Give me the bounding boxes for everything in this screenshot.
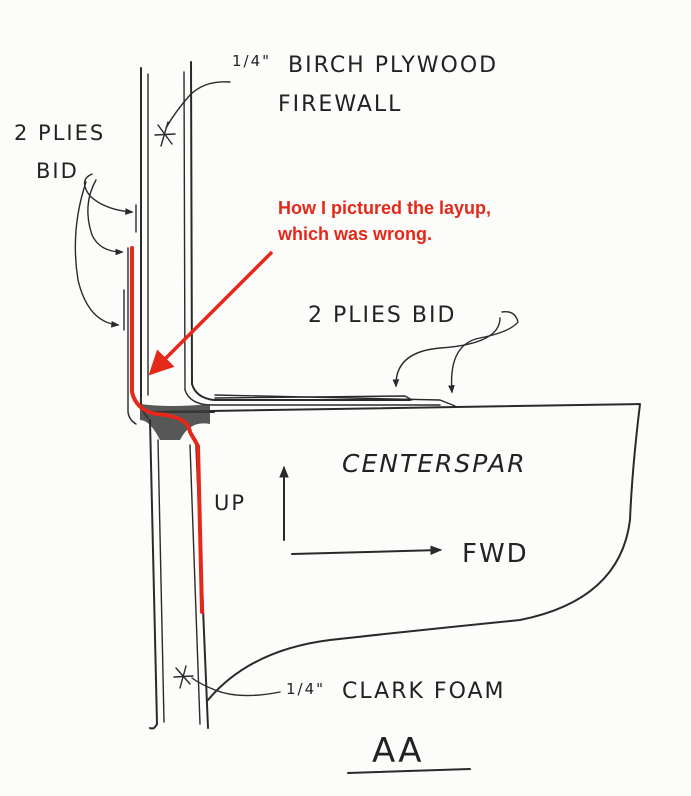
firewall-label: FIREWALL bbox=[278, 92, 402, 117]
foam-text: CLARK FOAM bbox=[342, 679, 506, 704]
red-layup-line bbox=[130, 246, 204, 614]
foam-fraction: 1/4" bbox=[286, 680, 325, 698]
left-bid-plies bbox=[123, 204, 137, 425]
plies-right-label: 2 PLIES BID bbox=[308, 303, 456, 328]
callout-line1: How I pictured the layup, bbox=[278, 198, 491, 218]
fwd-arrow bbox=[291, 545, 443, 556]
fwd-label: FWD bbox=[462, 539, 529, 569]
plywood-text: BIRCH PLYWOOD bbox=[288, 53, 498, 78]
right-bid-plies bbox=[214, 394, 456, 407]
foam-label: 1/4" CLARK FOAM bbox=[286, 675, 506, 704]
plies-left-label-line1: 2 PLIES bbox=[14, 121, 105, 145]
foam-leader bbox=[191, 677, 281, 697]
plywood-fraction: 1/4" bbox=[232, 52, 271, 70]
up-label: UP bbox=[214, 491, 246, 515]
section-label: AA bbox=[372, 731, 423, 771]
callout-arrow bbox=[148, 250, 274, 376]
plywood-leader bbox=[165, 81, 231, 129]
left-plies-leaders bbox=[74, 173, 134, 328]
plywood-label: 1/4" BIRCH PLYWOOD bbox=[232, 47, 498, 78]
centerspar-label: CENTERSPAR bbox=[342, 449, 527, 478]
right-plies-leaders bbox=[392, 311, 519, 394]
plies-left-label-line2: BID bbox=[36, 159, 79, 183]
callout-line2: which was wrong. bbox=[277, 224, 432, 244]
section-underline bbox=[347, 768, 471, 774]
